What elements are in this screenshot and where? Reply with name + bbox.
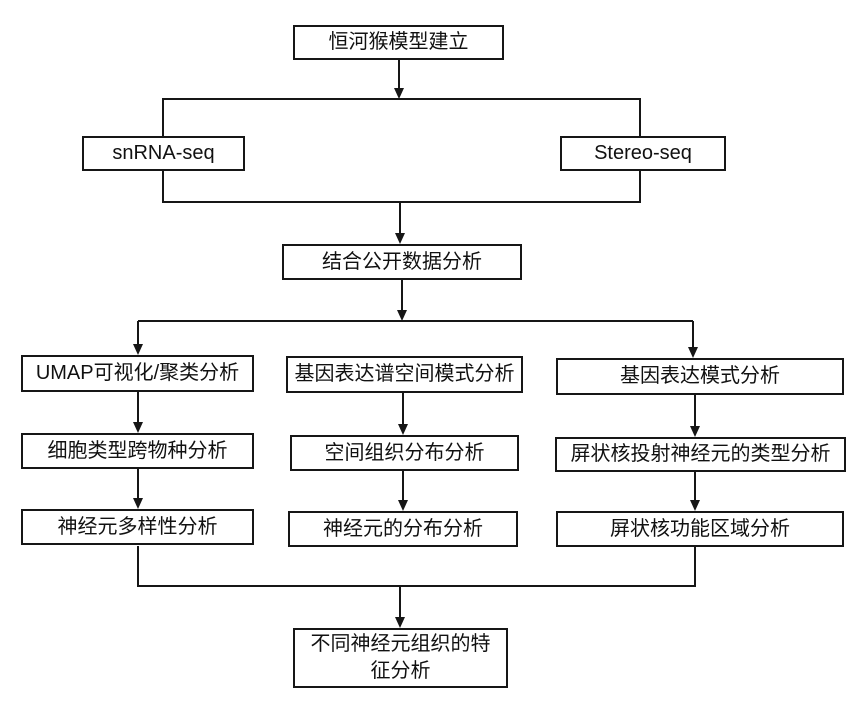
merge-line xyxy=(137,546,696,587)
node-model: 恒河猴模型建立 xyxy=(293,25,504,60)
arrow-merge-to-final xyxy=(395,586,405,628)
node-final-feature-analysis: 不同神经元组织的特 征分析 xyxy=(293,628,508,688)
node-gene-spatial-pattern: 基因表达谱空间模式分析 xyxy=(286,356,523,393)
arrow-branch-to-umap xyxy=(133,321,143,355)
arrow-gene-spatial-to-spatial-dist xyxy=(398,393,408,435)
arrow-spatial-dist-to-neuron-dist xyxy=(398,471,408,511)
arrow-claustrum-type-to-region xyxy=(690,472,700,511)
arrow-cross-species-to-diversity xyxy=(133,469,143,509)
arrow-branch-to-gene-pattern xyxy=(688,321,698,358)
node-snrna-seq: snRNA-seq xyxy=(82,136,245,171)
arrow-seqs-to-combine xyxy=(395,202,405,244)
arrow-gene-pattern-to-claustrum-type xyxy=(690,395,700,437)
node-cross-species: 细胞类型跨物种分析 xyxy=(21,433,254,469)
node-spatial-distribution: 空间组织分布分析 xyxy=(290,435,519,471)
node-combine-public-data: 结合公开数据分析 xyxy=(282,244,522,280)
arrow-umap-to-cross-species xyxy=(133,392,143,433)
arrow-model-to-split xyxy=(394,60,404,99)
arrow-combine-to-branch xyxy=(397,280,407,321)
node-claustrum-functional-region: 屏状核功能区域分析 xyxy=(556,511,844,547)
node-neuron-diversity: 神经元多样性分析 xyxy=(21,509,254,545)
node-umap-clustering: UMAP可视化/聚类分析 xyxy=(21,355,254,392)
node-stereo-seq: Stereo-seq xyxy=(560,136,726,171)
node-neuron-distribution: 神经元的分布分析 xyxy=(288,511,518,547)
node-claustrum-projection-type: 屏状核投射神经元的类型分析 xyxy=(555,437,846,472)
node-gene-expression-pattern: 基因表达模式分析 xyxy=(556,358,844,395)
